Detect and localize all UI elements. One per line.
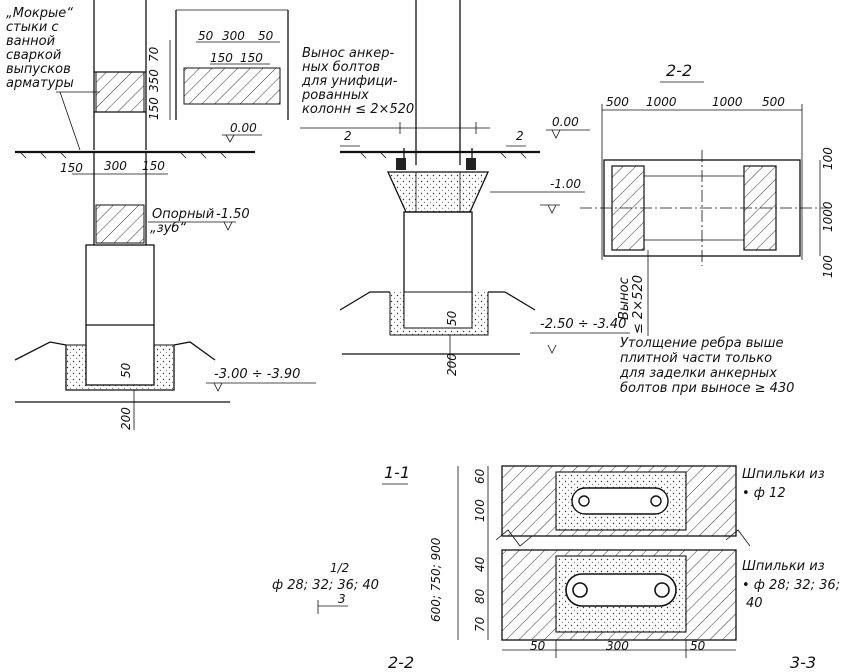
svg-text:3-3: 3-3 <box>790 653 816 672</box>
svg-text:50: 50 <box>690 639 706 653</box>
svg-text:ных болтов: ных болтов <box>302 60 380 75</box>
svg-text:50: 50 <box>198 29 214 43</box>
svg-text:150: 150 <box>142 159 165 173</box>
svg-text:≤ 2×520: ≤ 2×520 <box>631 275 646 334</box>
svg-text:100: 100 <box>821 255 835 278</box>
svg-text:выпусков: выпусков <box>6 62 71 77</box>
svg-text:арматуры: арматуры <box>6 76 74 91</box>
svg-text:70: 70 <box>473 616 487 632</box>
svg-text:2: 2 <box>344 129 352 143</box>
svg-text:Вынос анкер-: Вынос анкер- <box>302 46 394 61</box>
svg-text:колонн ≤ 2×520: колонн ≤ 2×520 <box>302 102 414 117</box>
svg-text:Утолщение ребра выше: Утолщение ребра выше <box>620 336 784 351</box>
svg-text:Опорный: Опорный <box>152 207 214 222</box>
svg-text:ванной: ванной <box>6 34 55 49</box>
svg-text:500: 500 <box>606 95 629 109</box>
wet-joints-label: „Мокрые“ стыки с ванной сваркой выпусков… <box>6 6 100 151</box>
svg-text:60: 60 <box>473 468 487 484</box>
svg-text:1000: 1000 <box>646 95 677 109</box>
svg-text:150: 150 <box>210 51 233 65</box>
svg-text:-1.00: -1.00 <box>550 177 581 191</box>
svg-text:2: 2 <box>516 129 524 143</box>
svg-text:150: 150 <box>240 51 263 65</box>
svg-text:70: 70 <box>147 46 161 62</box>
svg-text:-1.50: -1.50 <box>216 207 250 222</box>
svg-text:350: 350 <box>147 69 161 92</box>
svg-text:1000: 1000 <box>821 201 835 232</box>
svg-text:1000: 1000 <box>712 95 743 109</box>
svg-text:рованных: рованных <box>301 88 369 103</box>
svg-text:ф 28; 32; 36; 40: ф 28; 32; 36; 40 <box>272 578 379 593</box>
svg-text:50: 50 <box>119 362 133 378</box>
left-dimensions: 150 300 150 Опорный „зуб“ -1.50 50 200 -… <box>60 159 316 430</box>
svg-text:100: 100 <box>821 147 835 170</box>
svg-text:стыки с: стыки с <box>6 20 59 35</box>
svg-text:• ф 12: • ф 12 <box>742 486 786 501</box>
svg-text:80: 80 <box>473 588 487 604</box>
svg-text:Вынос: Вынос <box>617 277 632 320</box>
svg-text:-2.50 ÷ -3.40: -2.50 ÷ -3.40 <box>540 317 626 332</box>
svg-text:„Мокрые“: „Мокрые“ <box>6 6 73 21</box>
svg-text:плитной части только: плитной части только <box>620 351 772 366</box>
svg-text:100: 100 <box>473 499 487 522</box>
svg-text:200: 200 <box>119 407 133 430</box>
lower-left-notes: 1/2 ф 28; 32; 36; 40 3 <box>272 561 379 614</box>
svg-text:500: 500 <box>762 95 785 109</box>
svg-text:• ф 28; 32; 36;: • ф 28; 32; 36; <box>742 578 840 593</box>
svg-text:600; 750; 900: 600; 750; 900 <box>429 537 443 622</box>
middle-levels: 2 2 0.00 -1.00 50 200 -2.50 ÷ -3.40 <box>340 115 630 376</box>
section-2-2: 2-2 500 1000 1000 500 100 1000 100 Вынос… <box>580 61 835 336</box>
svg-text:300: 300 <box>606 639 629 653</box>
svg-text:200: 200 <box>445 353 459 376</box>
svg-text:0.00: 0.00 <box>552 115 579 129</box>
svg-text:-3.00 ÷ -3.90: -3.00 ÷ -3.90 <box>214 367 300 382</box>
svg-text:для заделки анкерных: для заделки анкерных <box>619 366 777 381</box>
anchor-bolts-label: Вынос анкер- ных болтов для унифици- ров… <box>300 46 490 134</box>
svg-text:„зуб“: „зуб“ <box>150 221 186 236</box>
svg-text:40: 40 <box>473 556 487 572</box>
svg-text:50: 50 <box>445 310 459 326</box>
svg-text:40: 40 <box>746 596 763 611</box>
middle-column <box>339 0 540 370</box>
svg-text:Шпильки из: Шпильки из <box>742 559 825 574</box>
joint-detail: 50 300 50 150 150 150 350 70 0.00 <box>147 9 289 143</box>
svg-text:300: 300 <box>222 29 245 43</box>
svg-text:2-2: 2-2 <box>666 61 692 80</box>
svg-text:2-2: 2-2 <box>388 653 414 672</box>
pins-labels: Шпильки из • ф 12 Шпильки из • ф 28; 32;… <box>742 467 840 611</box>
svg-text:3: 3 <box>338 592 346 606</box>
section-1-1: 1-1 60 100 40 80 70 600; 750; 900 50 300 <box>382 463 751 658</box>
svg-text:150: 150 <box>60 161 83 175</box>
bottom-section-marks: 2-2 3-3 <box>388 653 816 672</box>
svg-text:болтов при выносе ≥ 430: болтов при выносе ≥ 430 <box>620 381 794 396</box>
svg-text:150: 150 <box>147 97 161 120</box>
svg-text:Шпильки из: Шпильки из <box>742 467 825 482</box>
svg-text:50: 50 <box>258 29 274 43</box>
svg-text:сваркой: сваркой <box>6 48 61 63</box>
svg-text:1-1: 1-1 <box>384 463 410 482</box>
svg-text:для унифици-: для унифици- <box>301 74 398 89</box>
svg-text:300: 300 <box>104 159 127 173</box>
svg-text:0.00: 0.00 <box>230 121 257 135</box>
svg-text:1/2: 1/2 <box>330 561 349 575</box>
svg-text:50: 50 <box>530 639 546 653</box>
rib-note: Утолщение ребра выше плитной части тольк… <box>619 336 794 396</box>
